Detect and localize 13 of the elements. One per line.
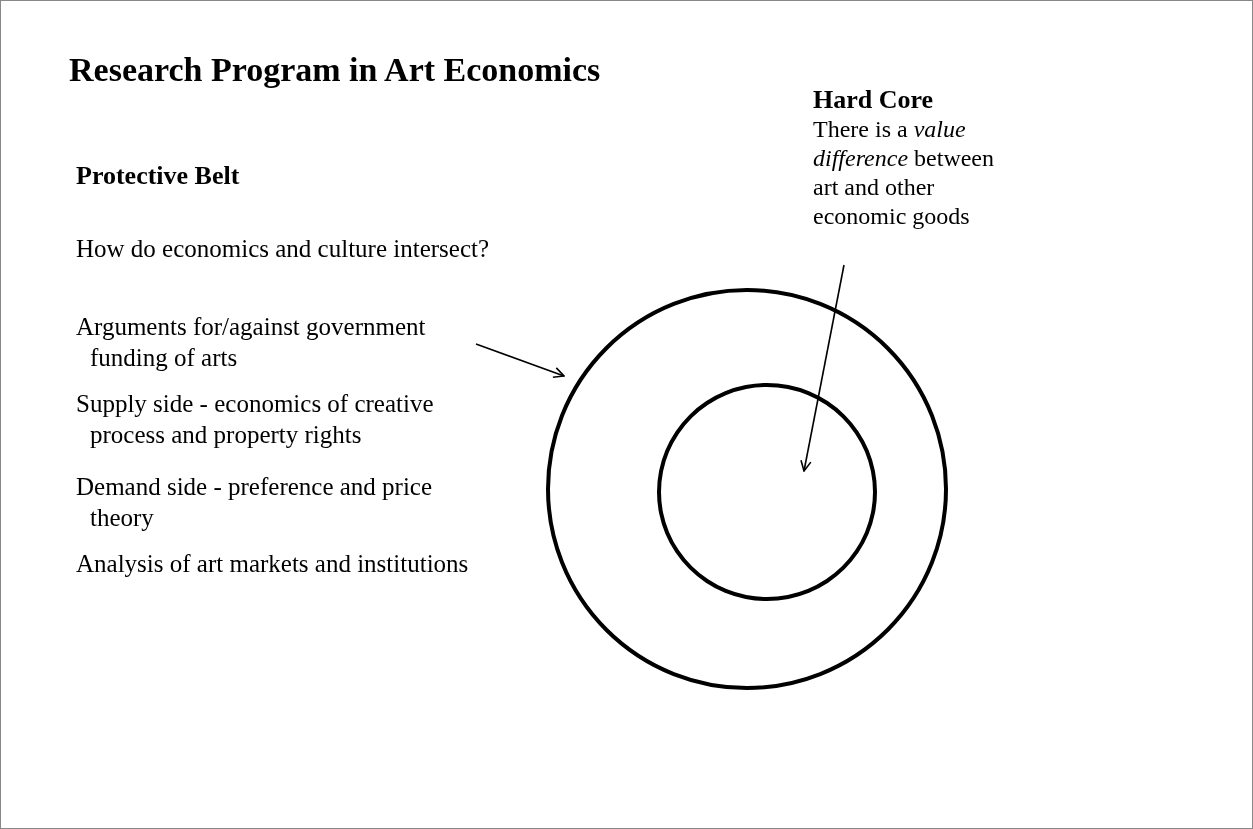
ring-circle (657, 383, 877, 601)
arrow (800, 264, 845, 472)
description-text: There is a value difference between art and other economic goods (813, 115, 996, 231)
list-item: Arguments for/against government funding of arts (76, 312, 427, 373)
arrow (475, 343, 565, 379)
title: Research Program in Art Economics (69, 51, 601, 89)
list-item: Supply side - economics of creative process and property rights (76, 389, 435, 450)
section-heading: Hard Core (813, 85, 935, 115)
list-item: How do economics and culture intersect? (76, 234, 490, 264)
list-item: Analysis of art markets and institutions (76, 549, 470, 579)
list-item: Demand side - preference and price theory (76, 472, 434, 533)
section-heading: Protective Belt (76, 161, 241, 191)
ring-circle (546, 288, 948, 690)
